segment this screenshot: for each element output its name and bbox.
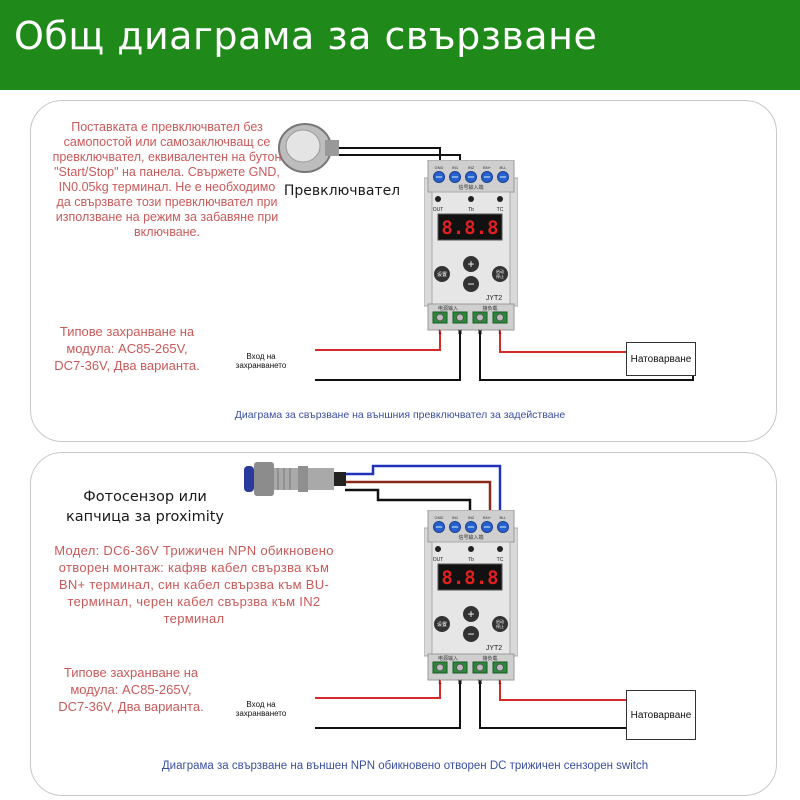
module1-up-button (463, 256, 479, 272)
module1-bottom-term-label: L (498, 330, 502, 335)
module2-indicator-led (468, 546, 474, 552)
module2-up-label: + (467, 607, 474, 621)
module2-top-term-label: BN+ (483, 515, 492, 520)
module2-bottom-term-label: L (498, 680, 502, 685)
module1-bottom-term-label: L (438, 330, 442, 335)
p1-power-note: Типове захранване на модула: AC85-265V, … (54, 324, 200, 373)
sensor-label: Фотосензор или капчица за proximity (66, 489, 224, 525)
module1-start-label: 停止 (496, 273, 504, 279)
p2-power-note: Типове захранване на модула: AC85-265V, … (58, 665, 204, 714)
sensor-wire-blue (345, 464, 502, 514)
module1-set-button (434, 266, 450, 282)
module1-top-term-label: IN1 (452, 165, 459, 170)
module2-display-value: 8.8.8 (441, 567, 498, 589)
module2-indicator-label: TC (497, 557, 504, 563)
module1-bottom-screw (436, 313, 444, 322)
page-title: Общ диаграма за свързване (14, 14, 598, 58)
module2-bottom-term-label: N (458, 680, 462, 685)
sensor-wire-black (345, 488, 472, 514)
module2-bottom-term-label: N (478, 680, 482, 685)
diagram-panel-switch (30, 100, 777, 442)
module1-top-term-label: GND (435, 165, 444, 170)
proximity-sensor-icon (244, 462, 346, 496)
module2-start-label: 启动 (496, 618, 504, 624)
module1-bottom-screw (456, 313, 464, 322)
module1-indicator-led (468, 196, 474, 202)
relay-module-2: GND IN1 IN2 BN+ BU- 信号输入端 OUT Tb TC 8.8.8 + − 设置 启动停止… (424, 510, 518, 685)
module1-up-label: + (467, 257, 474, 271)
module2-set-label: 设置 (437, 621, 447, 628)
module1-top-term-label: BU- (500, 165, 508, 170)
module2-indicator-label: Tb (468, 557, 474, 563)
module1-indicator-led (497, 196, 503, 202)
module2-top-label: 信号输入端 (458, 534, 483, 541)
module1-bottom-screw (476, 313, 484, 322)
module2-indicator-label: OUT (433, 557, 444, 563)
switch-label: Превключвател (283, 183, 401, 199)
module1-indicator-label: Tb (468, 207, 474, 213)
module1-drawing: GND IN1 IN2 BN+ BU- 信号输入端 OUT Tb TC 8.8.8 + − 设置 启动停止… (424, 160, 518, 335)
module2-indicator-led (435, 546, 441, 552)
module2-set-button (434, 616, 450, 632)
module2-bottom-term-label: L (438, 680, 442, 685)
module2-start-label: 停止 (496, 623, 504, 629)
module2-display (437, 563, 503, 591)
module1-bottom-label: 接负载 (482, 305, 497, 312)
module1-bottom-term-label: N (478, 330, 482, 335)
module2-bottom-label: 电源输入 (438, 655, 458, 662)
module2-bottom-screw (476, 663, 484, 672)
module1-top-term-label: IN2 (468, 165, 475, 170)
module1-indicator-label: OUT (433, 207, 444, 213)
p2-power-wire-n (315, 680, 461, 729)
sensor-wire-brown (345, 480, 492, 514)
relay-module-1: GND IN1 IN2 BN+ BU- 信号输入端 OUT Tb TC 8.8.8 + − 设置 启动停止… (424, 160, 518, 335)
module2-bottom-screw (456, 663, 464, 672)
p1-power-wire-n (315, 330, 461, 381)
module1-down-label: − (467, 277, 474, 291)
module2-top-term-label: IN2 (468, 515, 475, 520)
p1-power-wire-l (315, 330, 441, 351)
module1-display-value: 8.8.8 (441, 217, 498, 239)
module1-start-label: 启动 (496, 268, 504, 274)
p1-load-wire-n (479, 330, 694, 381)
module1-bottom-label: 电源输入 (438, 305, 458, 312)
module1-top-term-label: BN+ (483, 165, 492, 170)
module1-bottom-screw (496, 313, 504, 322)
module2-bottom-label: 接负载 (482, 655, 497, 662)
module2-start-button (492, 616, 508, 632)
module1-display (437, 213, 503, 241)
module2-bottom-screw (436, 663, 444, 672)
module1-set-label: 设置 (437, 271, 447, 278)
p1-caption: Диаграма за свързване на външния превклю… (234, 409, 566, 421)
p2-load-box: Натоварване (626, 690, 696, 740)
push-button-icon (278, 123, 339, 173)
module1-start-button (492, 266, 508, 282)
p2-power-wire-l (315, 680, 441, 699)
module1-down-button (463, 276, 479, 292)
module1-model-label: JYT2 (486, 295, 502, 302)
module2-up-button (463, 606, 479, 622)
p2-caption: Диаграма за свързване на външен NPN обик… (161, 760, 649, 772)
module1-top-label: 信号输入端 (458, 184, 483, 191)
module2-down-button (463, 626, 479, 642)
module1-indicator-led (435, 196, 441, 202)
switch-note: Поставката е превключвател без самопосто… (52, 120, 282, 239)
sensor-model-note: Модел: DC6-36V Трижичен NPN обикновено о… (54, 543, 334, 626)
module2-drawing: GND IN1 IN2 BN+ BU- 信号输入端 OUT Tb TC 8.8.8 + − 设置 启动停止… (424, 510, 518, 685)
module1-indicator-label: TC (497, 207, 504, 213)
p1-load-box: Натоварване (626, 342, 696, 376)
module2-indicator-led (497, 546, 503, 552)
header-banner: Общ диаграма за свързване (0, 0, 800, 90)
module2-top-term-label: GND (435, 515, 444, 520)
module2-down-label: − (467, 627, 474, 641)
module2-top-term-label: IN1 (452, 515, 459, 520)
module2-bottom-screw (496, 663, 504, 672)
module2-model-label: JYT2 (486, 645, 502, 652)
p1-power-input-label: Вход на захранването (235, 352, 287, 370)
module1-bottom-term-label: N (458, 330, 462, 335)
module2-top-term-label: BU- (500, 515, 508, 520)
p2-power-input-label: Вход на захранването (235, 700, 287, 718)
